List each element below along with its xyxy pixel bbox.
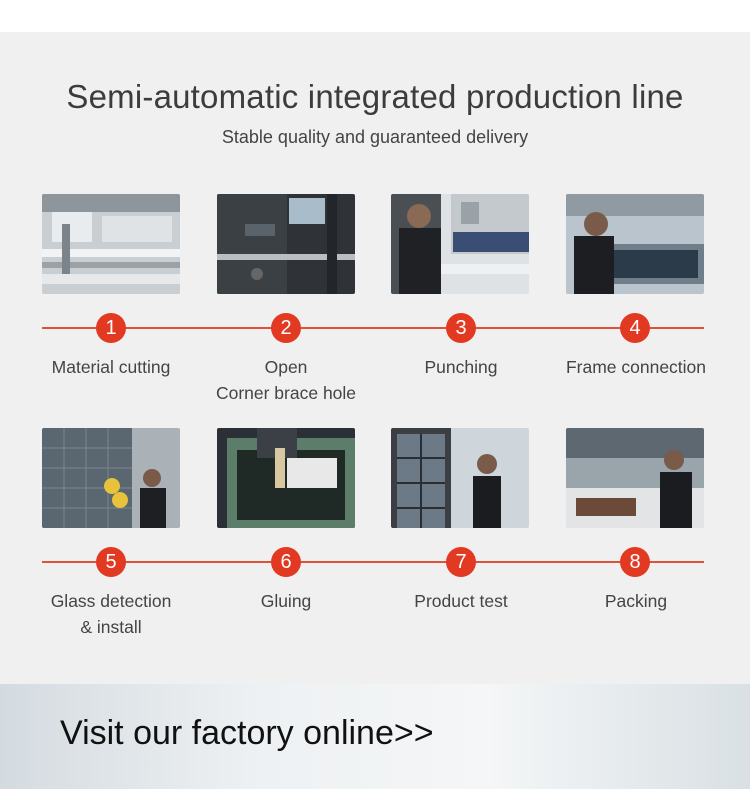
timeline-line-row2	[42, 561, 704, 563]
step-number-4: 4	[620, 313, 650, 343]
packing-photo	[566, 428, 704, 528]
step-label-4: Frame connection	[565, 357, 707, 377]
step-number-2: 2	[271, 313, 301, 343]
step-label-2: Open Corner brace hole	[215, 357, 357, 403]
page-subtitle: Stable quality and guaranteed delivery	[221, 127, 529, 147]
process-panel	[0, 32, 750, 684]
step-label-1: Material cutting	[51, 357, 171, 377]
step-number-6: 6	[271, 547, 301, 577]
frame-connection-photo	[566, 194, 704, 294]
step-label-5: Glass detection & install	[50, 591, 172, 637]
visit-factory-link[interactable]: Visit our factory online>>	[60, 714, 434, 752]
step-number-1: 1	[96, 313, 126, 343]
punching-photo	[391, 194, 529, 294]
product-test-photo	[391, 428, 529, 528]
corner-brace-hole-photo	[217, 194, 355, 294]
step-number-8: 8	[620, 547, 650, 577]
step-label-6: Gluing	[260, 591, 312, 611]
timeline-line-row1	[42, 327, 704, 329]
step-number-5: 5	[96, 547, 126, 577]
step-label-3: Punching	[424, 357, 498, 377]
step-number-3: 3	[446, 313, 476, 343]
glass-detection-photo	[42, 428, 180, 528]
gluing-photo	[217, 428, 355, 528]
material-cutting-photo	[42, 194, 180, 294]
step-label-7: Product test	[414, 591, 508, 611]
page-title: Semi-automatic integrated production lin…	[66, 78, 684, 115]
step-label-8: Packing	[604, 591, 668, 611]
step-number-7: 7	[446, 547, 476, 577]
factory-banner[interactable]: Visit our factory online>>	[0, 684, 750, 789]
